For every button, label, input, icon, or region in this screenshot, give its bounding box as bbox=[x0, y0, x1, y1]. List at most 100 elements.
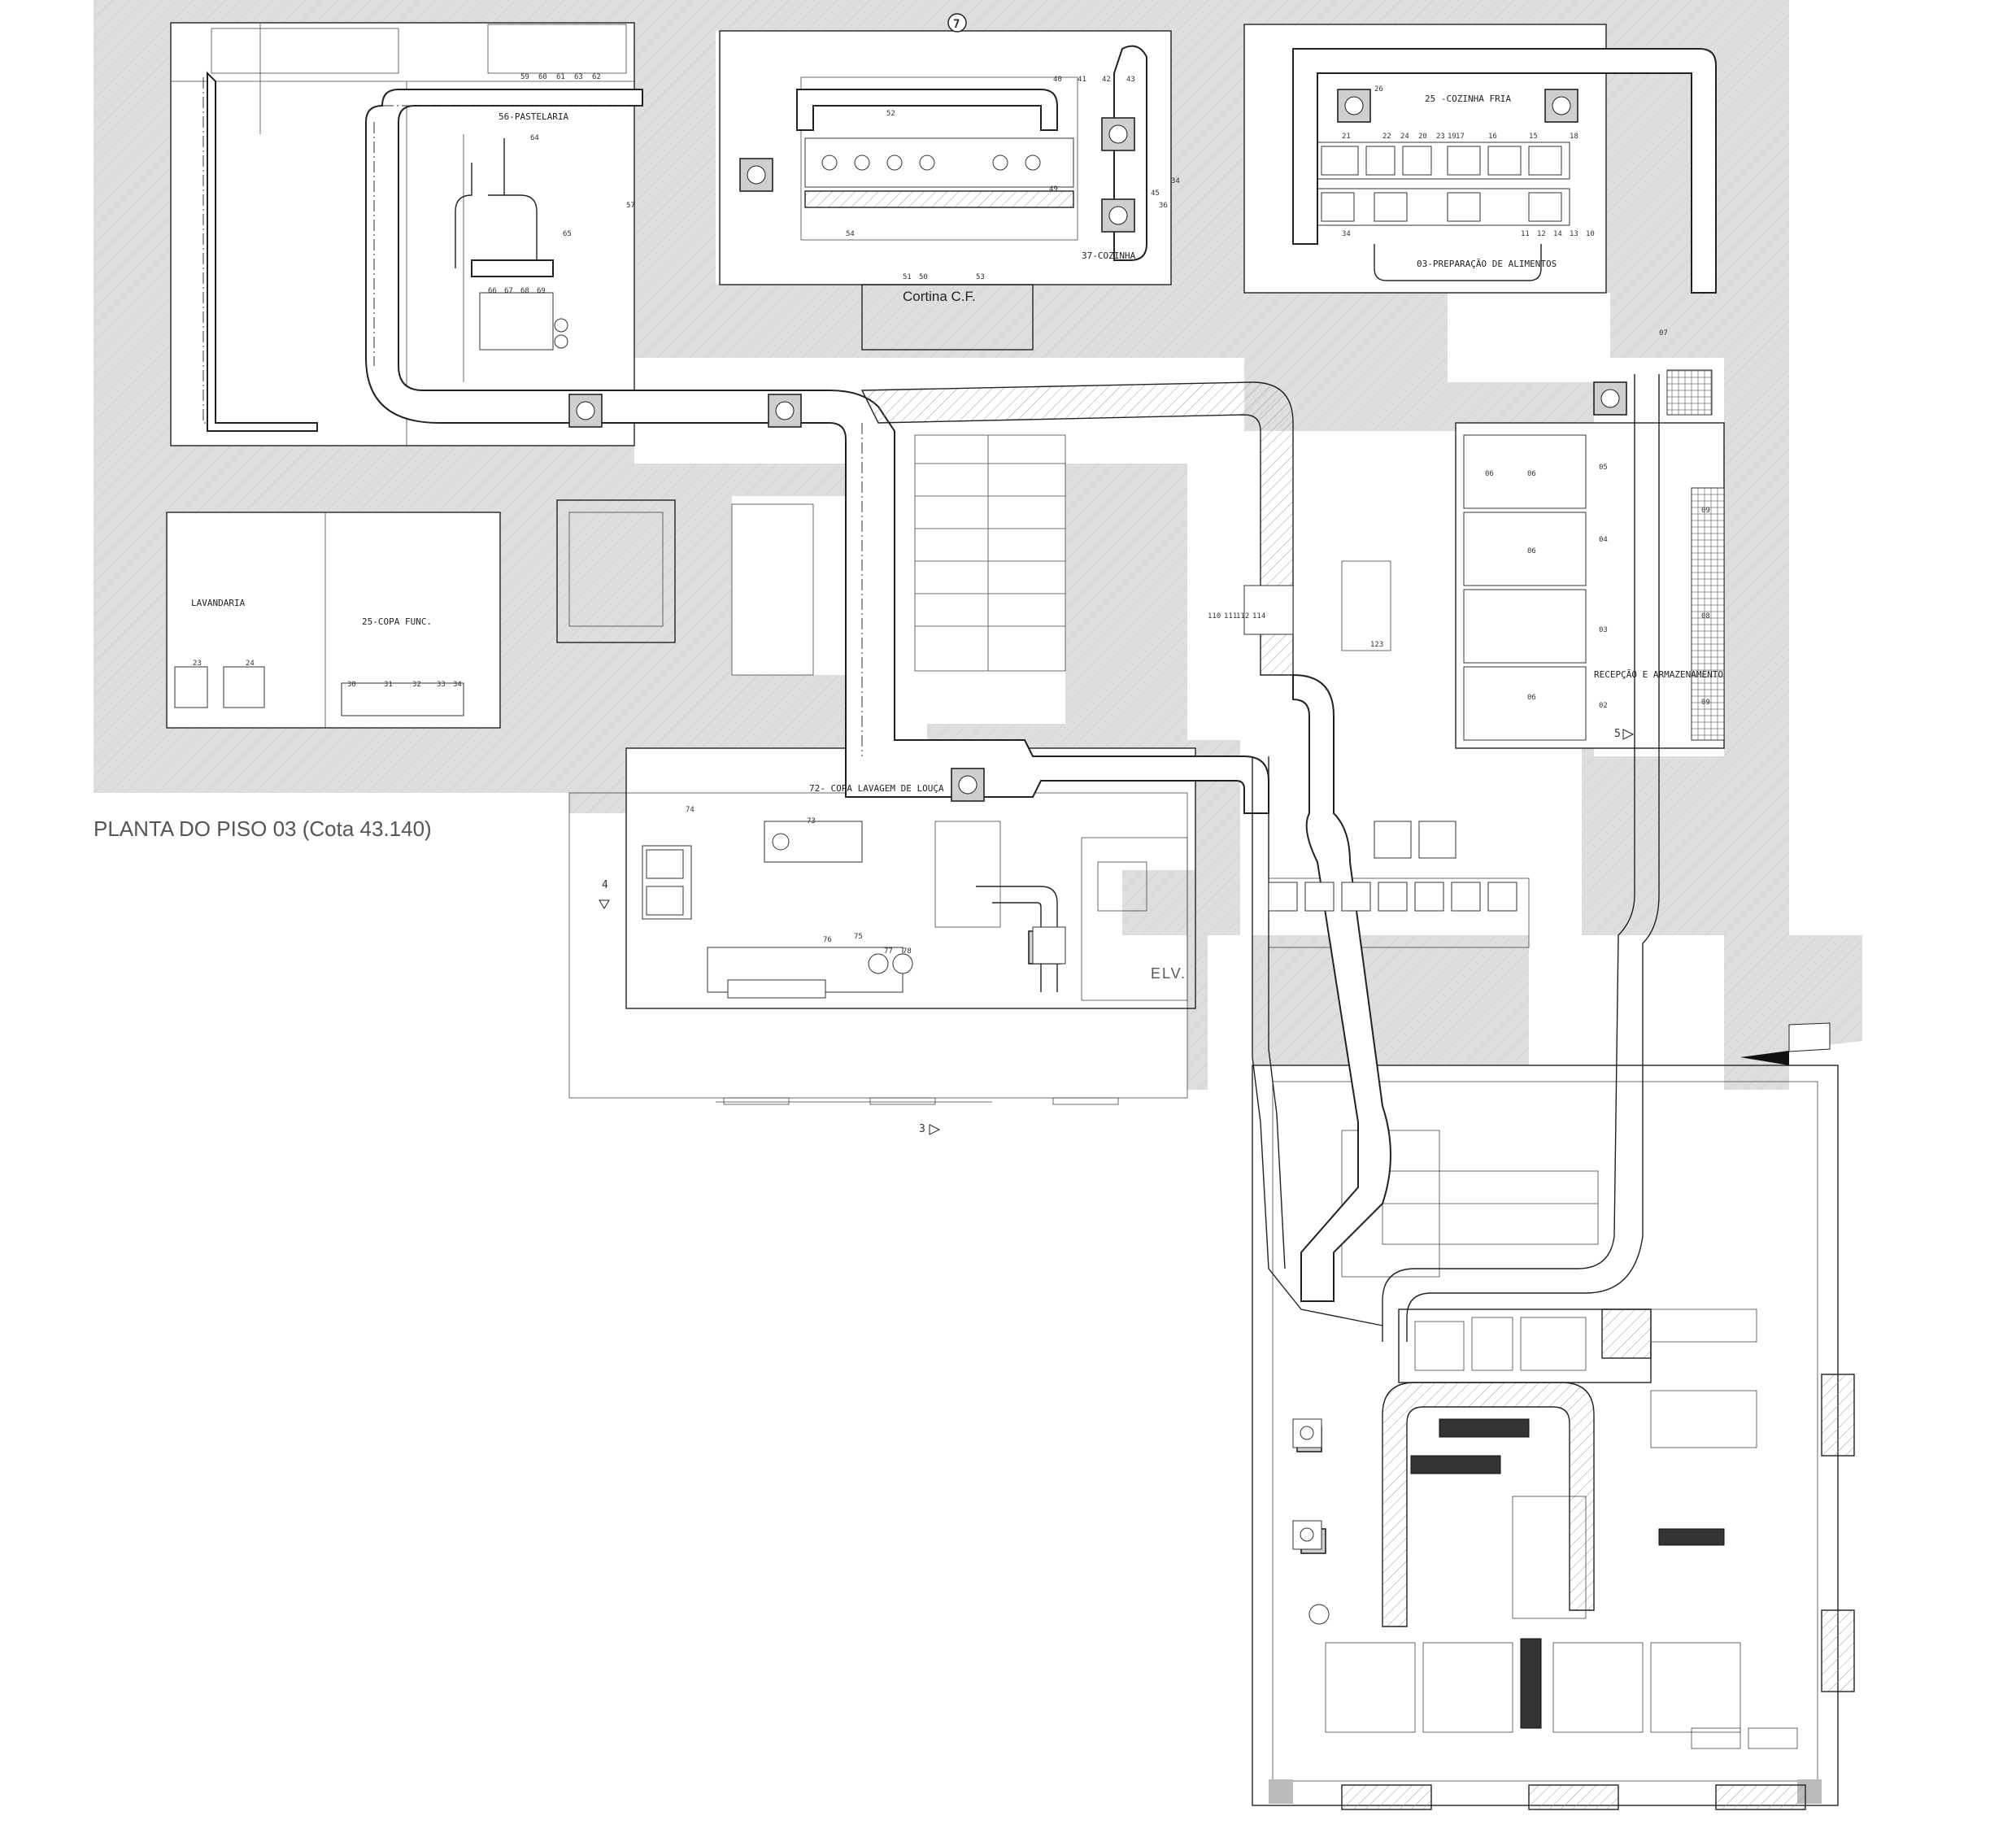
equipment-number: 73 bbox=[807, 817, 816, 825]
diffuser bbox=[1337, 89, 1371, 123]
equipment-number: 14 bbox=[1553, 230, 1562, 238]
equipment-number: 52 bbox=[886, 110, 895, 118]
equipment-number: 76 bbox=[823, 936, 832, 944]
equipment-number: 60 bbox=[538, 73, 547, 81]
equipment-number: 67 bbox=[504, 287, 513, 295]
equipment-number: 24 bbox=[246, 660, 255, 668]
equipment-number: 22 bbox=[1382, 133, 1391, 141]
room-label-pastelaria: 56-PASTELARIA bbox=[499, 111, 568, 122]
equipment-number: 49 bbox=[1049, 185, 1058, 194]
equipment-number: 03 bbox=[1599, 626, 1608, 634]
equipment-number: 18 bbox=[1570, 133, 1578, 141]
equipment-number: 75 bbox=[854, 933, 863, 941]
equipment-number: 13 bbox=[1570, 230, 1578, 238]
equipment-number: 66 bbox=[488, 287, 497, 295]
equipment-number: 54 bbox=[846, 230, 855, 238]
plan-title: PLANTA DO PISO 03 (Cota 43.140) bbox=[94, 816, 432, 841]
equipment-number: 68 bbox=[520, 287, 529, 295]
equipment-number: 40 bbox=[1053, 76, 1062, 84]
equipment-number: 34 bbox=[1342, 230, 1351, 238]
equipment-number: 43 bbox=[1126, 76, 1135, 84]
equipment-number: 59 bbox=[520, 73, 529, 81]
equipment-number: 64 bbox=[530, 134, 539, 142]
equipment-number: 23 bbox=[193, 660, 202, 668]
equipment-number: 20 bbox=[1418, 133, 1427, 141]
equipment-number: 15 bbox=[1529, 133, 1538, 141]
equipment-number: 45 bbox=[1151, 189, 1160, 198]
diffusers bbox=[568, 89, 1627, 1554]
equipment-number: 19 bbox=[1448, 133, 1456, 141]
equipment-number: 62 bbox=[592, 73, 601, 81]
equipment-number: 61 bbox=[556, 73, 565, 81]
diffuser bbox=[1593, 381, 1627, 416]
room-label-copa-lavagem: 72- COPA LAVAGEM DE LOUÇA bbox=[809, 783, 944, 794]
equipment-number: 74 bbox=[686, 806, 694, 814]
equipment-number: 09 bbox=[1701, 507, 1710, 515]
equipment-number: 111 bbox=[1224, 612, 1237, 621]
ahu-units bbox=[1292, 1309, 1855, 1810]
elevator-label: ELV. bbox=[1151, 965, 1187, 982]
diffuser bbox=[739, 158, 773, 192]
room-label-lavandaria: LAVANDARIA bbox=[191, 598, 246, 608]
equipment-number: 09 bbox=[1701, 699, 1710, 707]
equipment-number: 36 bbox=[1159, 202, 1168, 210]
equipment-number: 123 bbox=[1370, 641, 1383, 649]
equipment-number: 06 bbox=[1527, 470, 1536, 478]
equipment-number: 69 bbox=[537, 287, 546, 295]
equipment-number: 34 bbox=[1171, 177, 1180, 185]
equipment-number: 23 bbox=[1436, 133, 1445, 141]
equipment-number: 65 bbox=[563, 230, 572, 238]
equipment-number: 30 bbox=[347, 681, 356, 689]
section-marker: 7 bbox=[947, 13, 967, 33]
equipment-number: 21 bbox=[1342, 133, 1351, 141]
equipment-number: 110 bbox=[1208, 612, 1221, 621]
room-label-preparacao: 03-PREPARAÇÃO DE ALIMENTOS bbox=[1417, 259, 1557, 269]
section-marker-4: 4 bbox=[599, 879, 610, 909]
equipment-number: 77 bbox=[884, 947, 893, 956]
equipment-number: 06 bbox=[1485, 470, 1494, 478]
equipment-number: 41 bbox=[1078, 76, 1086, 84]
equipment-number: 32 bbox=[412, 681, 421, 689]
equipment-number: 12 bbox=[1537, 230, 1546, 238]
equipment-number: 78 bbox=[903, 947, 912, 956]
room-label-cozinha: 37-COZINHA bbox=[1082, 250, 1136, 261]
equipment-number: 31 bbox=[384, 681, 393, 689]
diffuser bbox=[1544, 89, 1578, 123]
equipment-number: 07 bbox=[1659, 329, 1668, 337]
room-label-recepcao: RECEPÇÃO E ARMAZENAMENTO bbox=[1594, 669, 1723, 680]
section-3-label: 3 bbox=[919, 1123, 925, 1135]
equipment-number: 53 bbox=[976, 273, 985, 281]
equipment-number: 51 bbox=[903, 273, 912, 281]
section-5-label: 5 bbox=[1614, 728, 1621, 740]
diffuser bbox=[1101, 117, 1135, 151]
room-label-cozinha-fria: 25 -COZINHA FRIA bbox=[1425, 94, 1511, 104]
section-marker-label: 7 bbox=[953, 18, 960, 31]
equipment-number: 33 bbox=[437, 681, 446, 689]
equipment-number: 114 bbox=[1252, 612, 1265, 621]
equipment-number: 06 bbox=[1527, 694, 1536, 702]
equipment-number: 57 bbox=[626, 202, 635, 210]
section-marker-5: 5 bbox=[1614, 728, 1635, 740]
equipment-number: 63 bbox=[574, 73, 583, 81]
diffuser bbox=[1101, 198, 1135, 233]
stair bbox=[914, 434, 1066, 672]
equipment-number: 24 bbox=[1400, 133, 1409, 141]
equipment-number: 10 bbox=[1586, 230, 1595, 238]
curtain-label: Cortina C.F. bbox=[903, 289, 976, 304]
equipment-number: 11 bbox=[1521, 230, 1530, 238]
equipment-number: 06 bbox=[1527, 547, 1536, 555]
labels: PLANTA DO PISO 03 (Cota 43.140) 56-PASTE… bbox=[94, 13, 1723, 1135]
diffuser bbox=[768, 394, 802, 428]
equipment-number: 26 bbox=[1374, 85, 1383, 94]
diffuser bbox=[568, 394, 603, 428]
equipment-number: 42 bbox=[1102, 76, 1111, 84]
equipment-number: 17 bbox=[1456, 133, 1465, 141]
equipment-number: 50 bbox=[919, 273, 928, 281]
small-equipment bbox=[174, 146, 1562, 999]
equipment-number: 08 bbox=[1701, 612, 1710, 621]
equipment-number: 05 bbox=[1599, 464, 1608, 472]
equipment-number: 04 bbox=[1599, 536, 1608, 544]
section-marker-3: 3 bbox=[919, 1123, 941, 1135]
